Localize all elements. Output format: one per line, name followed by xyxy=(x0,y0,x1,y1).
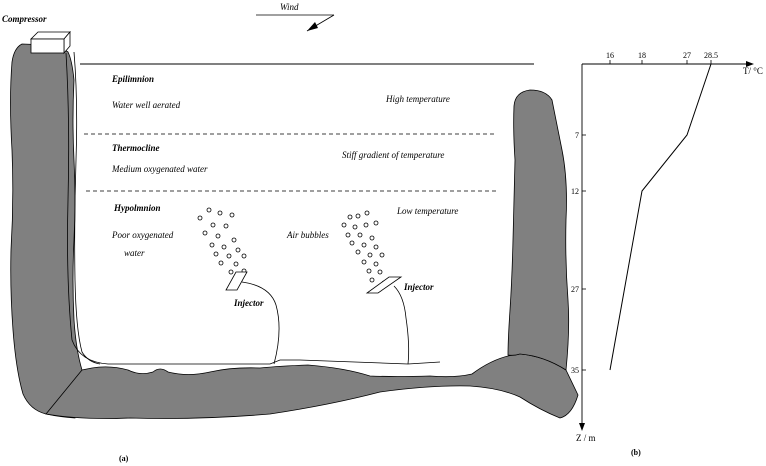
air-bubble xyxy=(224,224,228,228)
x-ticks: 16 18 27 28.5 xyxy=(606,51,718,64)
air-bubble xyxy=(374,221,378,225)
panel-a: Compressor Wind Epilimnion Water well ae… xyxy=(2,2,578,463)
x-tick-label: 27 xyxy=(683,51,691,60)
air-bubble xyxy=(216,234,220,238)
y-axis-arrow xyxy=(579,423,585,431)
air-bubble xyxy=(368,253,372,257)
air-bubble xyxy=(211,223,215,227)
air-bubble xyxy=(365,211,369,215)
air-bubble xyxy=(232,238,236,242)
air-bubble xyxy=(218,211,222,215)
air-bubble xyxy=(234,262,238,266)
air-bubble xyxy=(242,254,246,258)
x-tick-label: 28.5 xyxy=(704,51,718,60)
air-bubble xyxy=(203,231,207,235)
bubble-plume-left xyxy=(198,208,246,274)
panel-b-temperature-profile: 16 18 27 28.5 7 12 27 35 T/ °C Z / m (b) xyxy=(571,51,763,457)
y-tick-label: 27 xyxy=(571,285,579,294)
temperature-profile-series xyxy=(610,64,711,370)
thermocline-left-text: Medium oxygenated water xyxy=(111,164,208,174)
air-bubble xyxy=(374,262,378,266)
wind-arrow-icon xyxy=(256,15,334,31)
compressor-label: Compressor xyxy=(2,14,47,24)
air-bubble xyxy=(364,223,368,227)
air-bubble xyxy=(370,278,374,282)
hypolimnion-right-text: Low temperature xyxy=(396,206,458,216)
epilimnion-left-text: Water well aerated xyxy=(112,100,181,110)
injector-right-label: Injector xyxy=(403,282,434,292)
air-bubble xyxy=(356,250,360,254)
air-bubble xyxy=(230,213,234,217)
temperature-profile-line xyxy=(610,64,711,370)
air-bubble xyxy=(219,261,223,265)
panel-a-caption: (a) xyxy=(119,454,129,463)
hypolimnion-left-line1: Poor oxygenated xyxy=(111,230,174,240)
hypolimnion-title: Hypolmnion xyxy=(113,203,161,213)
panel-b-caption: (b) xyxy=(631,448,641,457)
x-tick-label: 18 xyxy=(638,51,646,60)
compressor-icon xyxy=(31,32,70,53)
y-tick-label: 35 xyxy=(571,366,579,375)
bubble-plume-right xyxy=(342,211,386,292)
air-bubble xyxy=(356,214,360,218)
air-bubble xyxy=(348,215,352,219)
air-bubble xyxy=(229,270,233,274)
x-axis-label: T/ °C xyxy=(743,66,763,76)
y-ticks: 7 12 27 35 xyxy=(571,131,586,375)
air-bubble xyxy=(236,248,240,252)
injector-left-label: Injector xyxy=(233,298,264,308)
y-tick-label: 7 xyxy=(575,131,579,140)
injector-left-icon xyxy=(226,272,279,364)
air-bubble xyxy=(367,269,371,273)
x-tick-label: 16 xyxy=(606,51,614,60)
y-tick-label: 12 xyxy=(571,187,579,196)
air-bubble xyxy=(222,245,226,249)
air-bubble xyxy=(362,260,366,264)
epilimnion-right-text: High temperature xyxy=(385,94,450,104)
air-bubble xyxy=(353,225,357,229)
thermocline-right-text: Stiff gradient of temperature xyxy=(342,150,444,160)
air-bubble xyxy=(370,236,374,240)
hypolimnion-left-line2: water xyxy=(124,248,145,258)
air-bubble xyxy=(380,253,384,257)
y-axis-label: Z / m xyxy=(576,433,596,443)
lake-liner xyxy=(74,52,100,364)
air-bubbles-label: Air bubbles xyxy=(286,230,329,240)
air-bubble xyxy=(346,233,350,237)
air-bubble xyxy=(378,270,382,274)
lake-basin-left-bank xyxy=(11,44,83,418)
air-bubble xyxy=(198,216,202,220)
air-bubble xyxy=(227,254,231,258)
thermocline-title: Thermocline xyxy=(112,143,160,153)
air-bubble xyxy=(358,233,362,237)
epilimnion-title: Epilimnion xyxy=(111,74,154,84)
air-bubble xyxy=(342,223,346,227)
air-bubble xyxy=(214,252,218,256)
air-bubble xyxy=(362,243,366,247)
lake-basin-right-bank xyxy=(508,90,569,370)
air-bubble xyxy=(350,241,354,245)
injector-right-icon xyxy=(367,277,409,364)
air-bubble xyxy=(374,245,378,249)
wind-label: Wind xyxy=(280,2,299,12)
air-bubble xyxy=(210,243,214,247)
air-bubble xyxy=(207,208,211,212)
